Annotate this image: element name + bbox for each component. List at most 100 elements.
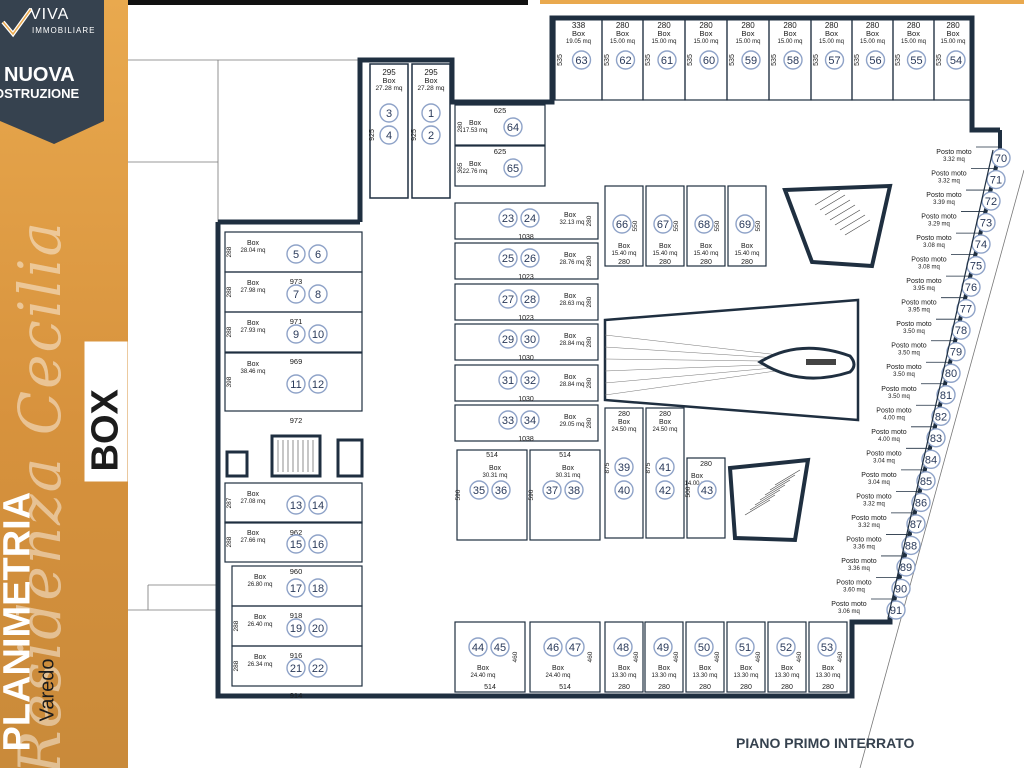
box-area: 13.30 mq [733,673,758,679]
moto-area: 3.50 mq [903,329,925,335]
box-number-label: 45 [494,642,506,654]
box-area: 17.53 mq [462,128,487,134]
moto-area: 3.95 mq [908,308,930,314]
box-depth-dim: 460 [714,651,721,662]
stair-step [759,484,786,501]
box-area: 15.00 mq [860,39,885,45]
box-number-label: 53 [821,642,833,654]
box-word: Box [564,212,577,219]
box-outline [454,404,599,442]
box-word: Box [254,614,267,621]
moto-area: 4.00 mq [878,437,900,443]
box-outline [224,352,363,412]
moto-word: Posto moto [846,536,882,543]
ramp-marker [806,359,836,365]
box-width-dim: 280 [657,21,671,30]
moto-edge [887,149,994,619]
box-depth-dim: 550 [673,220,680,231]
box-number-badge [986,169,1006,190]
box-number-label: 85 [920,476,932,488]
box-width-dim: 280 [741,259,753,266]
box-number-badge [286,495,306,515]
box-word: Box [564,252,577,259]
box-number-label: 90 [895,583,907,595]
box-number-label: 66 [616,219,628,231]
box-number-label: 76 [965,282,977,294]
box-width-dim: 280 [618,259,630,266]
moto-word: Posto moto [841,558,877,565]
box-area: 15.00 mq [693,39,718,45]
box-number-label: 31 [502,375,514,387]
box-number-label: 48 [617,642,629,654]
box-number-badge [421,103,441,123]
box-area: 27.98 mq [240,288,265,294]
box-number-label: 33 [502,415,514,427]
moto-area: 3.39 mq [933,200,955,206]
box-word: Box [618,419,631,426]
box-number-badge [776,637,796,657]
ramp-outline [603,298,860,422]
box-width-dim: 969 [290,357,303,366]
box-width-dim: 338 [572,21,586,30]
box-number-label: 87 [910,519,922,531]
box-width-dim: 514 [559,452,571,459]
box-number-label: 59 [745,55,757,67]
box-number-label: 55 [910,55,922,67]
stair-step [829,204,856,221]
box-number-label: 11 [290,379,301,391]
box-number-badge [520,370,540,390]
box-area: 15.00 mq [651,39,676,45]
box-word: Box [425,76,438,85]
box-number-badge [926,428,946,448]
box-outline [454,202,599,240]
box-number-badge [379,125,399,145]
box-number-label: 40 [618,485,630,497]
brand-name: VIVA [30,6,70,23]
box-width-dim: 280 [866,21,880,30]
box-area: 24.50 mq [611,427,636,433]
box-number-badge [520,248,540,268]
box-number-badge [498,370,518,390]
box-number-label: 65 [507,163,519,175]
stair-step [774,469,801,486]
box-depth-dim: 550 [632,220,639,231]
box-width-dim: 1023 [518,274,534,281]
floor-label: PIANO PRIMO INTERRATO [736,735,915,751]
moto-area: 3.32 mq [858,523,880,529]
box-width-dim: 1038 [518,234,534,241]
box-area: 13.30 mq [815,673,840,679]
box-number-label: 15 [290,539,302,551]
box-number-badge [916,471,936,491]
box-depth-dim: 875 [645,462,652,473]
box-number-badge [896,557,916,577]
box-width-dim: 280 [946,21,960,30]
box-number-label: 8 [315,289,321,301]
stair-step [764,479,791,496]
box-word: Box [659,419,672,426]
box-number-label: 9 [293,329,299,341]
box-width-dim: 971 [290,317,303,326]
box-number-label: 10 [312,329,324,341]
box-depth-dim: 460 [587,651,594,662]
box-width-dim: 280 [907,21,921,30]
box-number-badge [286,658,306,678]
moto-area: 3.32 mq [938,179,960,185]
moto-word: Posto moto [861,472,897,479]
box-depth-dim: 535 [854,54,861,66]
box-number-label: 54 [950,55,962,67]
box-number-badge [490,637,510,657]
stair-core [782,183,893,269]
moto-area: 3.08 mq [918,265,940,271]
moto-area: 3.36 mq [853,544,875,550]
box-number-label: 24 [524,213,536,225]
box-number-badge [286,324,306,344]
box-number-label: 41 [659,462,671,474]
moto-area: 3.06 mq [838,609,860,615]
moto-word: Posto moto [886,364,922,371]
box-area: 27.28 mq [375,85,402,92]
box-word: Box [254,654,267,661]
box-width-dim: 514 [484,684,496,691]
box-outline [644,621,684,693]
box-outline [454,364,599,402]
box-area: 13.30 mq [692,673,717,679]
